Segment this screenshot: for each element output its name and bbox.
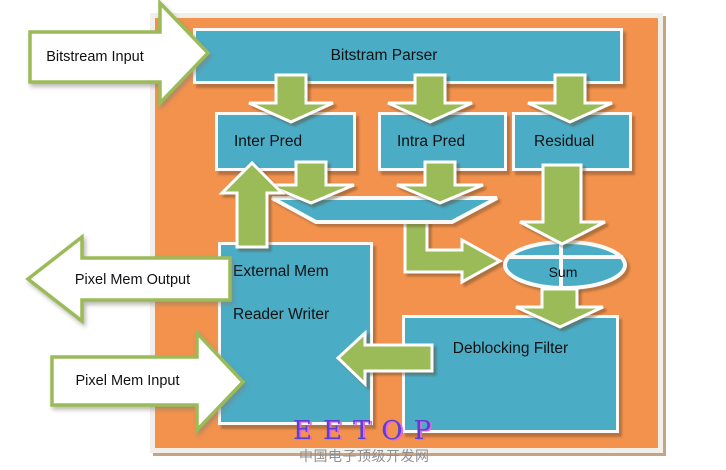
- node-sum-label: Sum: [548, 263, 578, 280]
- pixel-mem-input-label: Pixel Mem Input: [75, 373, 180, 389]
- node-residual: Residual: [512, 112, 632, 171]
- watermark-brand: EETOP: [293, 416, 443, 446]
- pixel-mem-output-label: Pixel Mem Output: [74, 272, 191, 288]
- node-deblocking-filter-label: Deblocking Filter: [452, 340, 569, 357]
- node-intra-pred-label: Intra Pred: [397, 132, 466, 150]
- node-deblocking-filter: Deblocking Filter: [402, 315, 619, 433]
- watermark-subtitle: 中国电子顶级开发网: [299, 448, 430, 464]
- node-residual-label: Residual: [534, 132, 595, 150]
- node-external-mem-reader-writer: External Mem Reader Writer: [218, 242, 373, 425]
- bitstream-input-label: Bitstream Input: [46, 49, 144, 65]
- node-inter-pred-label: Inter Pred: [234, 132, 303, 150]
- node-external-mem-label-line1: External Mem: [233, 263, 329, 280]
- node-intra-pred: Intra Pred: [378, 112, 507, 171]
- node-bitstream-parser-label: Bitstram Parser: [330, 47, 438, 64]
- node-external-mem-label-line2: Reader Writer: [233, 306, 330, 323]
- node-inter-pred: Inter Pred: [215, 112, 356, 171]
- node-bitstream-parser: Bitstram Parser: [193, 28, 623, 84]
